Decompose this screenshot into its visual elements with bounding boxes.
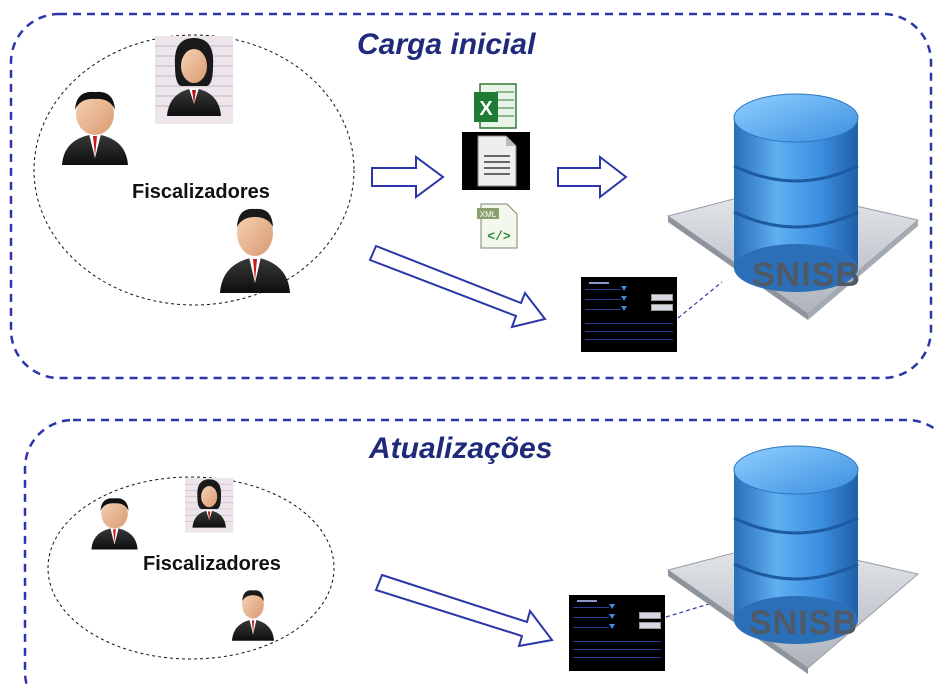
group-label-carga: Fiscalizadores <box>132 181 270 203</box>
connector-form-db-atualizacoes <box>665 599 723 618</box>
group-ellipse-atualizacoes <box>47 476 335 660</box>
person-icon <box>232 590 274 641</box>
db-label-carga: SNISB <box>752 256 861 294</box>
document-file-icon <box>462 132 530 190</box>
section-border-carga <box>9 12 933 380</box>
person-icon <box>62 91 128 165</box>
group-label-atualizacoes: Fiscalizadores <box>143 553 281 575</box>
database-icon <box>666 93 920 320</box>
group-ellipse-carga <box>33 34 355 306</box>
svg-text:XML: XML <box>480 210 497 219</box>
section-title-atualizacoes: Atualizações <box>369 432 553 465</box>
diagonal-arrow-to-form-atualizacoes <box>374 573 554 648</box>
connector-form-db-carga <box>677 281 723 319</box>
db-label-atualizacoes: SNISB <box>749 604 858 642</box>
block-arrow-to-files <box>371 155 445 199</box>
form-screenshot-icon <box>581 277 677 352</box>
excel-file-icon: X <box>474 83 517 129</box>
block-arrow-to-database <box>557 154 628 200</box>
person-icon <box>220 208 290 293</box>
svg-text:</>: </> <box>487 229 511 244</box>
diagonal-arrow-to-form-carga <box>368 244 547 329</box>
database-icon <box>666 445 920 674</box>
form-screenshot-icon <box>569 595 665 671</box>
section-border-atualizacoes <box>23 418 937 689</box>
section-title-carga: Carga inicial <box>357 28 536 61</box>
person-icon <box>155 36 233 124</box>
person-icon <box>91 498 138 550</box>
xml-file-icon: XML </> <box>477 203 518 249</box>
person-icon <box>185 478 234 533</box>
svg-text:X: X <box>479 98 493 120</box>
